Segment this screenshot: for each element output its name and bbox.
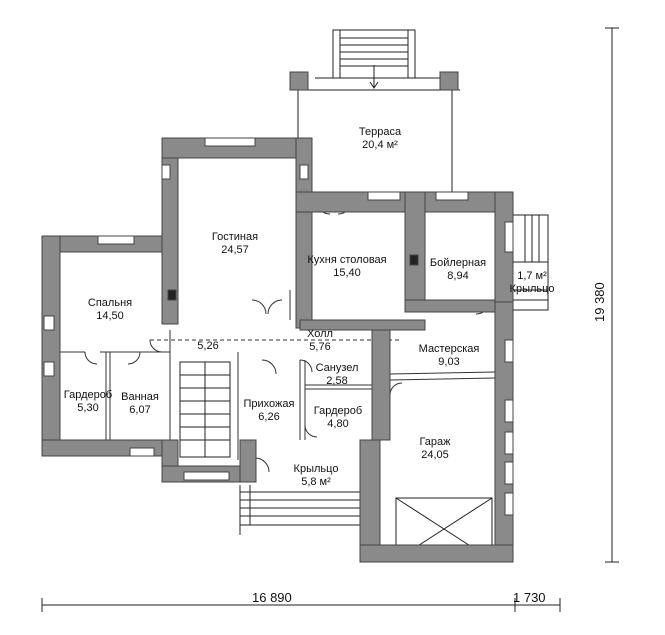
room-wardrobe-right: Гардероб 4,80 bbox=[314, 405, 362, 431]
room-name: Кухня столовая bbox=[307, 254, 387, 266]
room-area: 5,30 bbox=[77, 402, 99, 414]
room-area: 8,94 bbox=[447, 270, 469, 282]
walls bbox=[41, 137, 514, 563]
room-corridor: 5,26 bbox=[197, 340, 218, 353]
room-name: Крыльцо bbox=[509, 283, 555, 295]
front-porch-steps bbox=[239, 485, 370, 535]
room-area: 5,76 bbox=[309, 341, 331, 353]
room-living: Гостиная 24,57 bbox=[212, 231, 258, 257]
room-area: 2,58 bbox=[326, 375, 348, 387]
room-wc: Санузел 2,58 bbox=[316, 362, 359, 388]
room-area: 1,7 м² bbox=[517, 270, 547, 282]
room-area: 4,80 bbox=[327, 418, 349, 430]
room-workshop: Мастерская 9,03 bbox=[419, 343, 480, 369]
room-area: 6,26 bbox=[258, 411, 280, 423]
right-porch-steps bbox=[507, 214, 549, 311]
room-area: 24,05 bbox=[421, 449, 449, 461]
room-name: Гардероб bbox=[63, 389, 113, 401]
room-bathroom: Ванная 6,07 bbox=[121, 391, 159, 417]
room-name: Ванная bbox=[121, 391, 159, 403]
room-area: 9,03 bbox=[438, 356, 460, 368]
room-bedroom: Спальня 14,50 bbox=[88, 297, 132, 323]
terrace-steps bbox=[332, 29, 416, 89]
room-name: Мастерская bbox=[418, 343, 480, 355]
windows bbox=[43, 137, 514, 516]
room-area: 20,4 м² bbox=[362, 139, 398, 151]
room-area: 15,40 bbox=[333, 267, 361, 279]
room-name: Крыльцо bbox=[293, 463, 339, 475]
room-kitchen: Кухня столовая 15,40 bbox=[307, 254, 386, 280]
room-entry: Прихожая 6,26 bbox=[244, 398, 295, 424]
dimension-lines bbox=[41, 27, 619, 612]
room-name: Спальня bbox=[87, 297, 133, 309]
room-name: Гардероб bbox=[313, 405, 363, 417]
room-name: Прихожая bbox=[243, 398, 295, 410]
dimension-width-extra: 1 730 bbox=[513, 590, 546, 605]
room-porch-front: Крыльцо 5,8 м² bbox=[294, 463, 339, 489]
room-wardrobe-left: Гардероб 5,30 bbox=[64, 389, 112, 415]
room-name: Холл bbox=[307, 328, 333, 340]
dimension-height: 19 380 bbox=[592, 282, 607, 322]
room-name: Гостиная bbox=[211, 231, 259, 243]
room-name: Бойлерная bbox=[429, 257, 487, 269]
room-name: Гараж bbox=[419, 436, 451, 448]
room-porch-right: 1,7 м² Крыльцо bbox=[510, 270, 555, 296]
room-name: Терраса bbox=[358, 126, 402, 138]
room-area: 5,26 bbox=[197, 340, 219, 352]
room-area: 14,50 bbox=[96, 310, 124, 322]
room-name: Санузел bbox=[315, 362, 359, 374]
room-area: 6,07 bbox=[129, 404, 151, 416]
room-terrace: Терраса 20,4 м² bbox=[359, 126, 401, 152]
room-garage: Гараж 24,05 bbox=[419, 436, 450, 462]
room-boiler: Бойлерная 8,94 bbox=[430, 257, 486, 283]
terrace-outline bbox=[289, 71, 460, 195]
room-area: 5,8 м² bbox=[301, 476, 331, 488]
interior-stairs bbox=[179, 361, 231, 458]
room-hall: Холл 5,76 bbox=[307, 328, 333, 354]
dimension-width-main: 16 890 bbox=[252, 590, 292, 605]
room-area: 24,57 bbox=[221, 244, 249, 256]
